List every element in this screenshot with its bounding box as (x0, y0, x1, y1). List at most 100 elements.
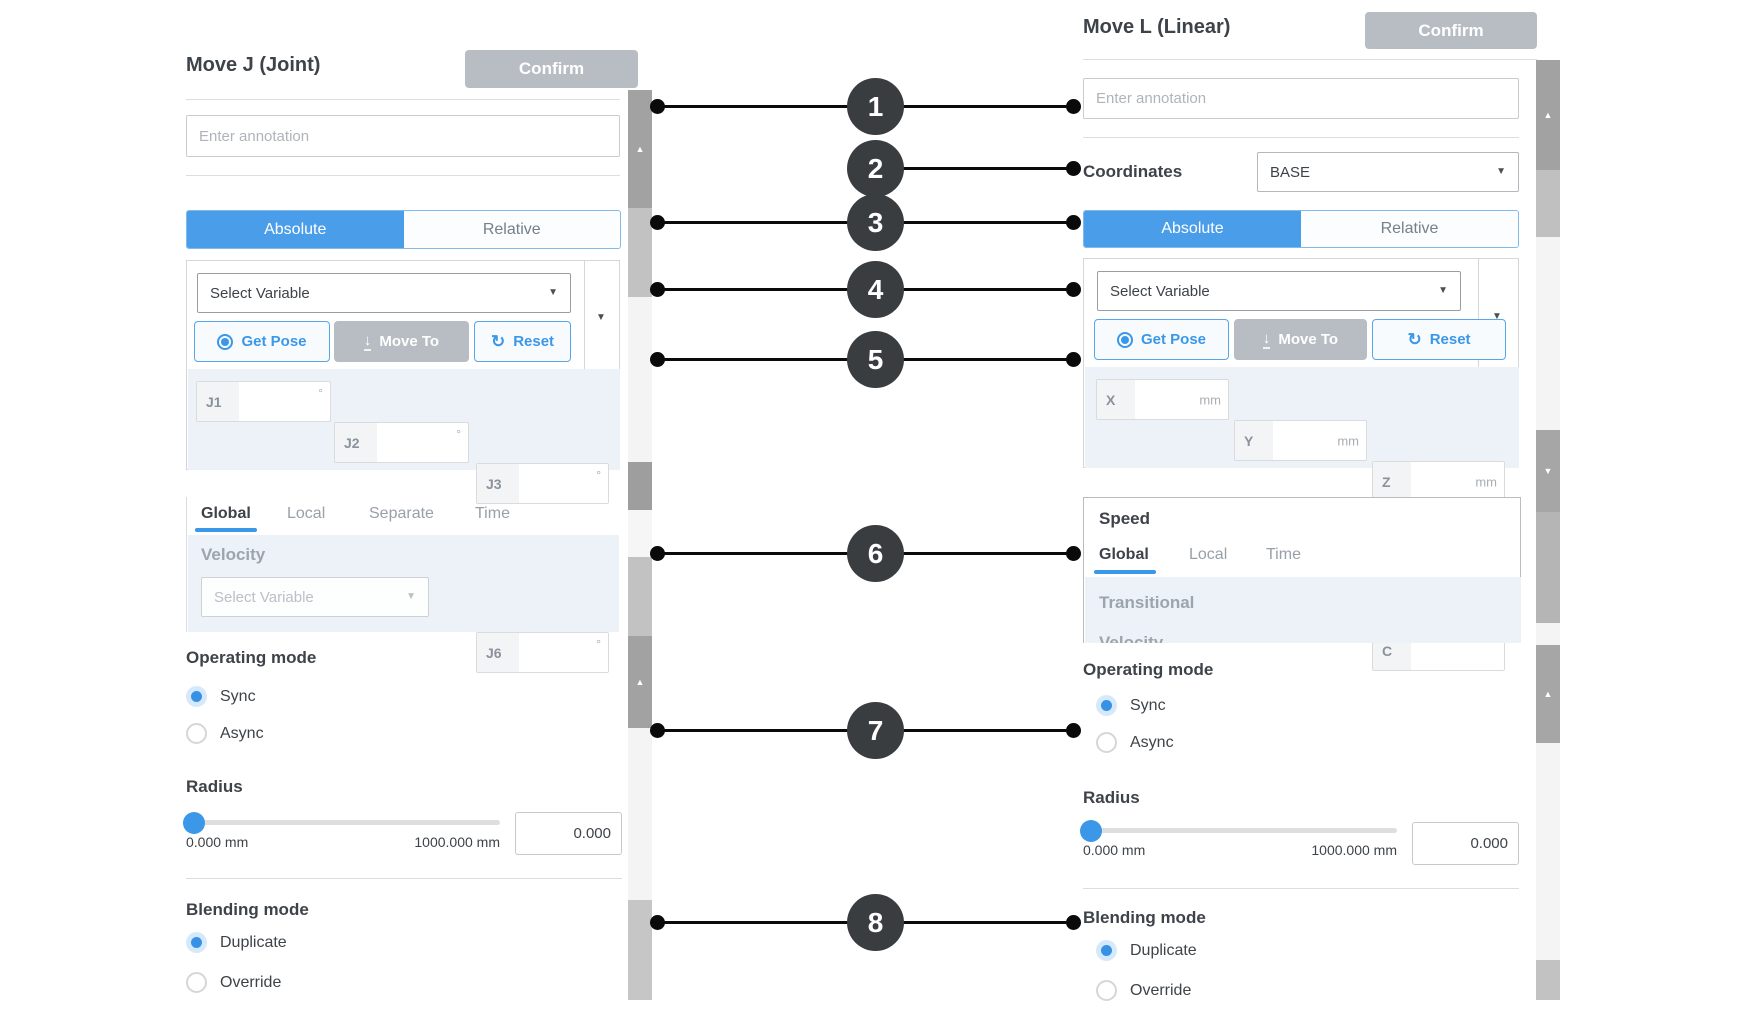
scrollbar-segment[interactable] (628, 900, 652, 1000)
speed-section: Speed Global Local Time Transitional Vel… (1083, 497, 1521, 643)
duplicate-radio[interactable] (186, 932, 207, 953)
velocity-select[interactable]: Select Variable ▼ (201, 577, 429, 617)
tab-global[interactable]: Global (1099, 546, 1149, 563)
radius-value-input[interactable]: 0.000 (515, 812, 622, 855)
radius-min-label: 0.000 mm (186, 834, 249, 850)
chevron-down-icon[interactable]: ▼ (1492, 311, 1502, 322)
tab-time[interactable]: Time (475, 505, 510, 522)
sync-radio[interactable] (186, 686, 207, 707)
joint-field-j1[interactable]: J1 ° (196, 381, 331, 422)
joint-field-j6[interactable]: J6 ° (476, 632, 609, 673)
divider (1083, 888, 1519, 889)
transitional-panel: Transitional Velocity (1085, 577, 1521, 643)
annotation-input[interactable] (1083, 78, 1519, 119)
page-title: Move L (Linear) (1083, 16, 1231, 38)
scrollbar-track[interactable] (628, 297, 652, 462)
radius-max-label: 1000.000 mm (1311, 842, 1397, 858)
joint-field-j3[interactable]: J3 ° (476, 463, 609, 504)
variable-select[interactable]: Select Variable ▼ (1097, 271, 1461, 311)
active-tab-underline (1094, 570, 1156, 574)
scroll-up-icon[interactable]: ▲ (635, 143, 645, 154)
get-pose-button[interactable]: Get Pose (1094, 319, 1229, 360)
callout-dot (650, 915, 665, 930)
scrollbar-thumb[interactable]: ▲ (628, 636, 652, 728)
scroll-up-icon[interactable]: ▲ (1543, 109, 1553, 120)
scrollbar-track[interactable] (1536, 623, 1560, 645)
tab-relative[interactable]: Relative (1301, 211, 1518, 247)
scrollbar-track[interactable] (1536, 237, 1560, 430)
move-to-button[interactable]: ↓ Move To (334, 321, 469, 362)
async-radio[interactable] (1096, 732, 1117, 753)
scrollbar-track[interactable] (628, 728, 652, 900)
scrollbar-segment[interactable] (1536, 170, 1560, 237)
reset-button[interactable]: ↻ Reset (1372, 319, 1506, 360)
radius-slider-thumb[interactable] (183, 812, 205, 834)
pose-field-y[interactable]: Y mm (1234, 420, 1367, 461)
confirm-button[interactable]: Confirm (1365, 12, 1537, 49)
scrollbar-thumb[interactable] (628, 462, 652, 510)
radius-slider-thumb[interactable] (1080, 820, 1102, 842)
annotation-input[interactable] (186, 115, 620, 157)
callout-dot (1066, 282, 1081, 297)
tab-separate[interactable]: Separate (369, 505, 434, 522)
sync-option: Sync (1096, 695, 1166, 716)
callout-dot (1066, 215, 1081, 230)
tab-relative[interactable]: Relative (403, 211, 620, 248)
scrollbar-track[interactable] (1536, 743, 1560, 960)
divider (186, 878, 622, 879)
radius-slider-track[interactable] (1083, 828, 1397, 833)
divider (186, 175, 620, 176)
scrollbar-segment[interactable] (628, 557, 652, 636)
annotation-field-wrap (186, 115, 620, 157)
override-radio[interactable] (1096, 980, 1117, 1001)
scrollbar-thumb[interactable]: ▲ (1536, 60, 1560, 170)
left-scrollbar[interactable]: ▲ ▲ (628, 90, 652, 1000)
right-scrollbar[interactable]: ▲ ▼ ▲ (1536, 60, 1560, 1000)
tab-local[interactable]: Local (1189, 546, 1228, 563)
scrollbar-thumb[interactable]: ▲ (1536, 645, 1560, 743)
override-option: Override (1096, 980, 1191, 1001)
scrollbar-segment[interactable] (628, 208, 652, 297)
variable-select[interactable]: Select Variable ▼ (197, 273, 571, 313)
duplicate-radio[interactable] (1096, 940, 1117, 961)
confirm-button[interactable]: Confirm (465, 50, 638, 88)
tab-absolute[interactable]: Absolute (1084, 211, 1301, 247)
operating-mode-title: Operating mode (1083, 660, 1214, 679)
scrollbar-thumb[interactable]: ▼ (1536, 430, 1560, 512)
tab-local[interactable]: Local (287, 505, 326, 522)
tab-time[interactable]: Time (1266, 546, 1301, 563)
move-to-button[interactable]: ↓ Move To (1234, 319, 1367, 360)
async-radio[interactable] (186, 723, 207, 744)
tab-absolute[interactable]: Absolute (187, 211, 404, 248)
callout-dot (1066, 352, 1081, 367)
override-radio[interactable] (186, 972, 207, 993)
radius-value-input[interactable]: 0.000 (1412, 822, 1519, 865)
radius-title: Radius (1083, 788, 1140, 807)
coordinates-value: BASE (1270, 163, 1311, 181)
divider (1478, 259, 1479, 367)
scroll-up-icon[interactable]: ▲ (1543, 688, 1553, 699)
radius-slider-track[interactable] (186, 820, 500, 825)
override-label: Override (220, 973, 282, 991)
scrollbar-segment[interactable] (1536, 512, 1560, 623)
scroll-down-icon[interactable]: ▼ (1543, 465, 1553, 476)
override-option: Override (186, 972, 281, 993)
scrollbar-segment[interactable] (1536, 960, 1560, 1000)
scrollbar-thumb[interactable]: ▲ (628, 90, 652, 208)
pose-field-z[interactable]: Z mm (1372, 461, 1505, 502)
page-title: Move J (Joint) (186, 54, 321, 76)
callout-number-2: 2 (847, 140, 904, 197)
scrollbar-track[interactable] (628, 510, 652, 557)
coordinates-select[interactable]: BASE ▼ (1257, 152, 1519, 192)
get-pose-button[interactable]: Get Pose (194, 321, 330, 362)
chevron-down-icon[interactable]: ▼ (596, 312, 606, 323)
tab-global[interactable]: Global (201, 505, 251, 522)
joint-field-j2[interactable]: J2 ° (334, 422, 469, 463)
callout-number-5: 5 (847, 331, 904, 388)
sync-radio[interactable] (1096, 695, 1117, 716)
chevron-down-icon: ▼ (1438, 285, 1448, 296)
scroll-up-icon[interactable]: ▲ (635, 676, 645, 687)
reset-button[interactable]: ↻ Reset (474, 321, 571, 362)
pose-field-x[interactable]: X mm (1096, 379, 1229, 420)
callout-line-1 (657, 105, 1073, 108)
